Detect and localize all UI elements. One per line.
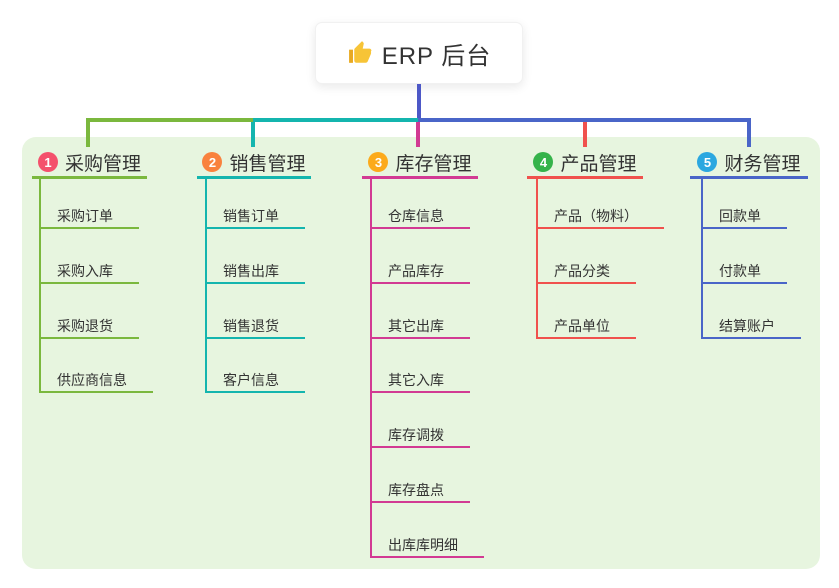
branches-background-panel: [22, 137, 820, 569]
child-node-product-0[interactable]: 产品（物料）: [536, 206, 664, 229]
branch-drop-line-product: [583, 122, 587, 147]
child-node-inventory-2[interactable]: 其它出库: [370, 316, 470, 339]
branch-drop-line-purchase: [86, 122, 90, 147]
root-node[interactable]: ERP 后台: [315, 22, 523, 84]
child-node-purchase-1[interactable]: 采购入库: [39, 261, 139, 284]
branch-label-product: 产品管理: [560, 153, 637, 175]
child-node-purchase-3[interactable]: 供应商信息: [39, 370, 153, 393]
branch-label-inventory: 库存管理: [395, 153, 472, 175]
child-node-sales-1[interactable]: 销售出库: [205, 261, 305, 284]
child-node-inventory-5[interactable]: 库存盘点: [370, 480, 470, 503]
child-node-purchase-2[interactable]: 采购退货: [39, 316, 139, 339]
branch-drop-line-sales: [251, 122, 255, 147]
branch-label-purchase: 采购管理: [64, 153, 141, 175]
main-connector-segment: [253, 118, 418, 122]
child-node-sales-0[interactable]: 销售订单: [205, 206, 305, 229]
root-connector-line: [417, 84, 421, 122]
child-node-sales-3[interactable]: 客户信息: [205, 370, 305, 393]
branch-trunk-line-sales: [205, 179, 207, 394]
branch-label-sales: 销售管理: [229, 153, 306, 175]
child-node-product-2[interactable]: 产品单位: [536, 316, 636, 339]
child-node-sales-2[interactable]: 销售退货: [205, 316, 305, 339]
main-connector-segment: [86, 118, 253, 122]
branch-node-finance[interactable]: 5 财务管理: [690, 148, 808, 179]
child-node-inventory-1[interactable]: 产品库存: [370, 261, 470, 284]
branch-trunk-line-product: [536, 179, 538, 339]
root-title: ERP 后台: [381, 42, 492, 70]
child-node-finance-2[interactable]: 结算账户: [701, 316, 801, 339]
branch-node-purchase[interactable]: 1 采购管理: [32, 148, 147, 179]
branch-trunk-line-finance: [701, 179, 703, 339]
branch-label-finance: 财务管理: [724, 153, 801, 175]
thumbs-up-icon: [348, 41, 372, 63]
branch-trunk-line-purchase: [39, 179, 41, 394]
branch-drop-line-finance: [747, 122, 751, 147]
branch-badge-finance: 5: [697, 152, 718, 172]
child-node-finance-1[interactable]: 付款单: [701, 261, 787, 284]
child-node-finance-0[interactable]: 回款单: [701, 206, 787, 229]
branch-badge-sales: 2: [202, 152, 223, 172]
child-node-inventory-4[interactable]: 库存调拨: [370, 425, 470, 448]
branch-node-sales[interactable]: 2 销售管理: [197, 148, 311, 179]
branch-trunk-line-inventory: [370, 179, 372, 558]
branch-badge-purchase: 1: [37, 152, 58, 172]
child-node-product-1[interactable]: 产品分类: [536, 261, 636, 284]
child-node-inventory-3[interactable]: 其它入库: [370, 370, 470, 393]
main-connector-segment: [418, 118, 751, 122]
branch-badge-inventory: 3: [368, 152, 389, 172]
child-node-purchase-0[interactable]: 采购订单: [39, 206, 139, 229]
branch-badge-product: 4: [533, 152, 554, 172]
child-node-inventory-6[interactable]: 出库库明细: [370, 535, 484, 558]
branch-node-product[interactable]: 4 产品管理: [527, 148, 643, 179]
branch-drop-line-inventory: [416, 122, 420, 147]
child-node-inventory-0[interactable]: 仓库信息: [370, 206, 470, 229]
branch-node-inventory[interactable]: 3 库存管理: [362, 148, 478, 179]
